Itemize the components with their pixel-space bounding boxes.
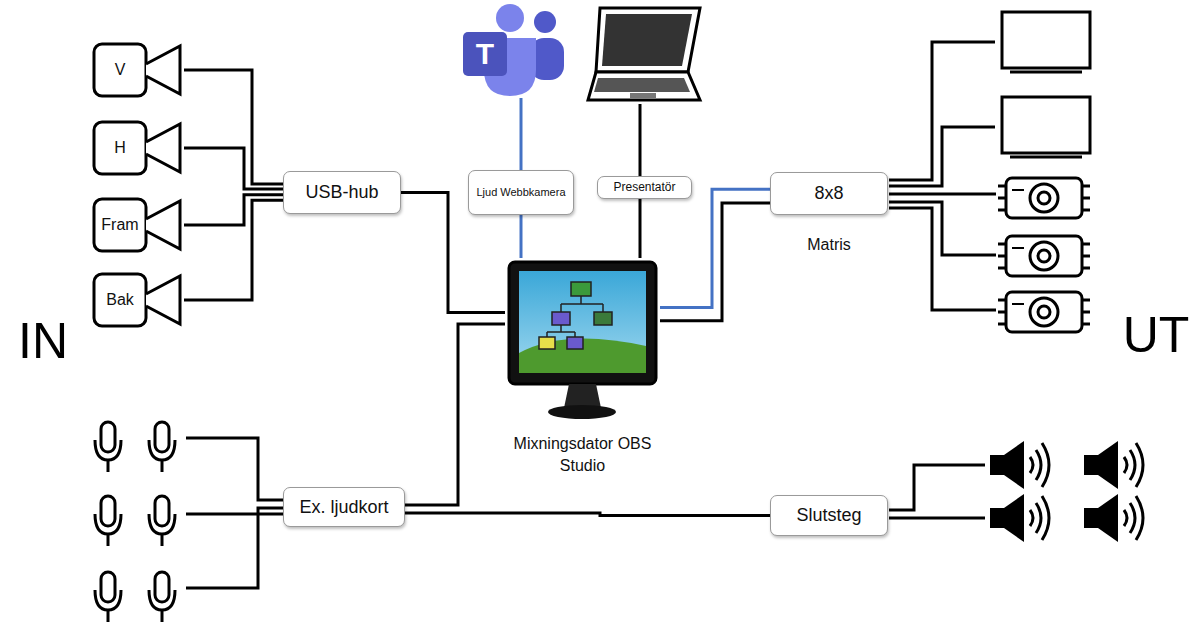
label-box: Presentatör (597, 176, 692, 199)
box-label: Ex. ljudkort (299, 497, 388, 518)
camera-body (94, 122, 146, 174)
camera-symbol (92, 42, 184, 98)
camera-node: Fram (92, 197, 184, 253)
camera-label: H (114, 139, 126, 157)
box-heading-outside: Matris (807, 236, 851, 254)
amplifier-box: Slutsteg (770, 495, 888, 536)
camera-label-area: Bak (92, 272, 148, 328)
camera-lens (146, 276, 180, 324)
mixing-computer: Mixningsdator OBS Studio (505, 258, 660, 423)
soundcard-box: Ex. ljudkort (283, 487, 405, 527)
side-label: UT (1116, 306, 1196, 364)
computer-caption: Mixningsdator OBS Studio (498, 433, 668, 476)
camera-body (94, 44, 146, 96)
flowchart-icon (539, 282, 612, 349)
label-box: Ljud Webbkamera (468, 170, 574, 215)
camera-node: Bak (92, 272, 184, 328)
box-label: Slutsteg (796, 505, 861, 526)
cable-connector (520, 215, 523, 258)
camera-symbol (92, 120, 184, 176)
camera-label: Fram (101, 216, 138, 234)
side-label: IN (8, 312, 78, 370)
camera-lens (146, 124, 180, 172)
camera-node: V (92, 42, 184, 98)
logo-letter: T (463, 32, 507, 76)
box-label: 8x8 (814, 183, 843, 204)
camera-symbol (92, 272, 184, 328)
camera-lens (146, 46, 180, 94)
camera-label-area: V (92, 42, 148, 98)
camera-label: Bak (106, 291, 134, 309)
camera-label: V (115, 61, 126, 79)
cable-connector (184, 148, 283, 189)
computer-monitor (505, 258, 660, 423)
cable-connector (639, 199, 642, 258)
hub-box: USB-hub (283, 171, 401, 214)
cable-connector (184, 200, 283, 300)
camera-body (94, 274, 146, 326)
camera-node: H (92, 120, 184, 176)
cable-connector (660, 189, 770, 307)
camera-lens (146, 201, 180, 249)
box-label: Ljud Webbkamera (476, 186, 565, 200)
cable-connector (184, 70, 283, 184)
camera-label-area: H (92, 120, 148, 176)
cable-connector (405, 324, 505, 505)
box-label: USB-hub (305, 182, 378, 203)
cable-connector (405, 513, 770, 516)
camera-body (94, 199, 146, 251)
matrix-box: 8x8Matris (770, 172, 888, 215)
cable-connector (660, 203, 770, 321)
box-label: Presentatör (613, 180, 675, 195)
computer-label: Mixningsdator OBS Studio (498, 433, 668, 476)
camera-label-area: Fram (92, 197, 148, 253)
